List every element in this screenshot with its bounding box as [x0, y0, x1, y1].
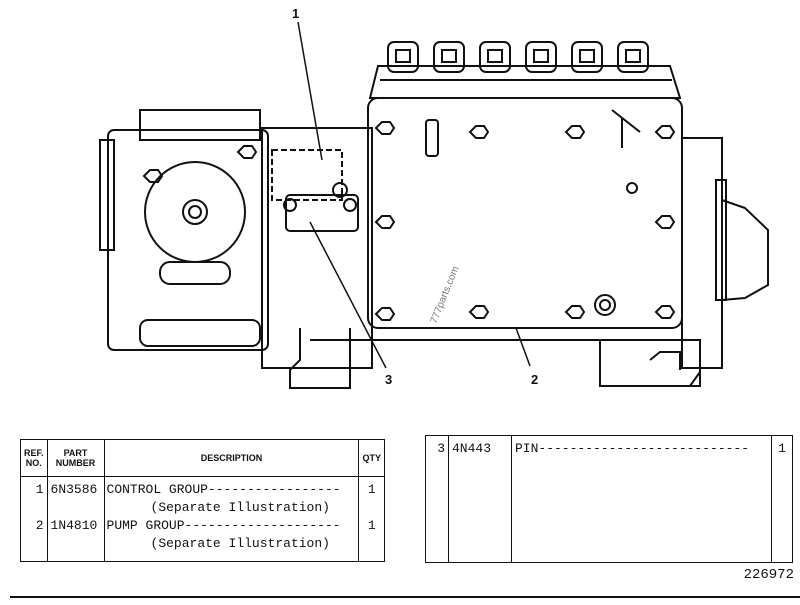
qty-2: 1: [367, 518, 376, 533]
housing-bolts: [374, 121, 676, 321]
table-body-row: 1 2 6N3586 1N4810 CONTROL GROUP---------…: [20, 476, 385, 562]
pump-housing: [367, 97, 683, 329]
injector-fittings: [387, 41, 649, 73]
description-note-1: (Separate Illustration): [150, 500, 330, 515]
header-qty: QTY: [358, 439, 385, 477]
drawing-number: 226972: [743, 567, 794, 583]
spacer: [51, 499, 101, 517]
header-description: DESCRIPTION: [103, 439, 360, 477]
parts-table-left: REF. NO. PART NUMBER DESCRIPTION QTY 1 2…: [20, 439, 385, 562]
qty-1: 1: [367, 482, 376, 497]
description-1: CONTROL GROUP-----------------: [106, 482, 341, 497]
description-column: PIN---------------------------: [511, 435, 772, 563]
pump-illustration: 1 2 3 777parts.com: [99, 6, 769, 389]
table-body-row: 3 4N443 PIN--------------------------- 1: [425, 435, 793, 563]
part-number-3: 4N443: [452, 441, 492, 456]
bottom-rule: [10, 596, 800, 598]
qty-column: 1: [771, 435, 793, 563]
callout-2: 2: [531, 372, 538, 387]
watermark: 777parts.com: [429, 265, 462, 325]
ref-no-3: 3: [437, 441, 445, 456]
spacer: [362, 499, 381, 517]
parts-table-right: 3 4N443 PIN--------------------------- 1: [425, 435, 793, 563]
drive-flange: [681, 137, 723, 369]
header-part-number: PART NUMBER: [46, 439, 105, 477]
ref-column: 3: [425, 435, 449, 563]
governor-housing: [107, 129, 269, 351]
leader-3: [309, 221, 387, 369]
table-header-row: REF. NO. PART NUMBER DESCRIPTION QTY: [20, 439, 385, 477]
header-ref-no: REF. NO.: [20, 439, 48, 477]
part-number-1: 6N3586: [50, 482, 98, 497]
qty-column: 1 1: [358, 476, 385, 562]
ref-no-2: 2: [35, 518, 44, 533]
description-note-2: (Separate Illustration): [150, 536, 330, 551]
ref-no-1: 1: [35, 482, 44, 497]
spacer: [24, 499, 44, 517]
part-number-column: 6N3586 1N4810: [46, 476, 105, 562]
part-number-2: 1N4810: [50, 518, 98, 533]
description-2: PUMP GROUP--------------------: [106, 518, 341, 533]
callout-3: 3: [385, 372, 392, 387]
leader-1: [297, 21, 323, 161]
qty-3: 1: [778, 441, 786, 456]
leader-2: [515, 327, 531, 367]
callout-1: 1: [292, 6, 299, 21]
part-number-column: 4N443: [448, 435, 512, 563]
description-3: PIN---------------------------: [515, 441, 750, 456]
cover-plate: [285, 194, 359, 232]
description-column: CONTROL GROUP----------------- (Separate…: [103, 476, 360, 562]
ref-column: 1 2: [20, 476, 48, 562]
